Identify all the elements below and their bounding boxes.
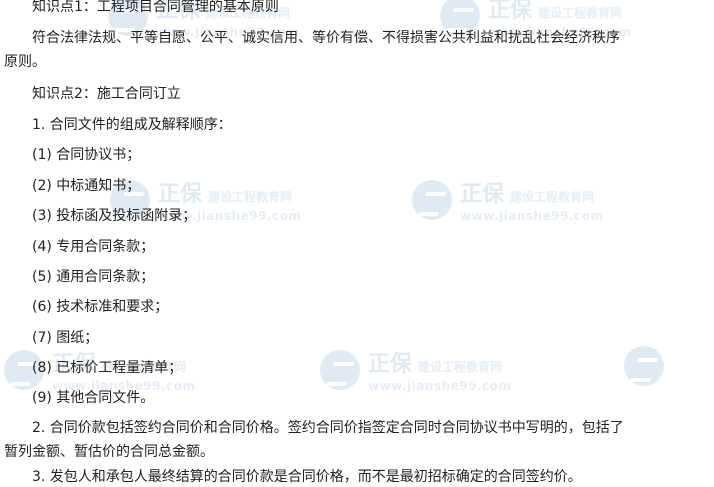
watermark-url: www.jianshe99.com	[368, 379, 512, 393]
watermark-brand: 正保	[368, 352, 413, 377]
watermark-logo-icon	[624, 346, 664, 386]
watermark	[624, 346, 672, 386]
list-item: (8) 已标价工程量清单；	[32, 360, 183, 376]
list-item: (2) 中标通知书；	[32, 178, 141, 194]
watermark-brand: 正保	[460, 182, 505, 207]
watermark: 正保 建设工程教育网 www.jianshe99.com	[412, 176, 603, 223]
heading-knowledge-point-1: 知识点1：工程项目合同管理的基本原则	[32, 0, 279, 15]
list-item: (7) 图纸；	[32, 330, 99, 346]
watermark-brand: 正保	[488, 0, 533, 23]
list-title-contract-documents: 1. 合同文件的组成及解释顺序：	[32, 117, 232, 133]
paragraph-principles-cont: 原则。	[4, 54, 46, 70]
paragraph-contract-price: 2. 合同价款包括签约合同价和合同价格。签约合同价指签定合同时合同协议书中写明的…	[32, 420, 624, 436]
list-item: (1) 合同协议书；	[32, 147, 141, 163]
list-item: (3) 投标函及投标函附录；	[32, 208, 197, 224]
list-item: (6) 技术标准和要求；	[32, 299, 169, 315]
list-item: (5) 通用合同条款；	[32, 269, 155, 285]
paragraph-principles: 符合法律法规、平等自愿、公平、诚实信用、等价有偿、不得损害公共利益和扰乱社会经济…	[32, 30, 620, 46]
paragraph-contract-price-cont: 暂列金额、暂估价的合同总金额。	[4, 444, 214, 460]
list-item: (9) 其他合同文件。	[32, 390, 155, 406]
watermark-logo-icon	[320, 349, 360, 390]
watermark-brand: 正保	[158, 182, 203, 207]
watermark-sub: 建设工程教育网	[538, 6, 623, 20]
list-item: (4) 专用合同条款；	[32, 239, 155, 255]
paragraph-settlement: 3. 发包人和承包人最终结算的合同价款是合同价格，而不是最初招标确定的合同签约价…	[32, 469, 582, 485]
watermark-sub: 建设工程教育网	[208, 190, 293, 204]
watermark-url: www.jianshe99.com	[460, 209, 604, 223]
watermark: 正保 建设工程教育网 www.jianshe99.com	[320, 346, 511, 393]
watermark-logo-icon	[412, 179, 452, 220]
watermark-sub: 建设工程教育网	[418, 360, 503, 374]
watermark-sub: 建设工程教育网	[510, 190, 595, 204]
heading-knowledge-point-2: 知识点2：施工合同订立	[32, 86, 181, 102]
